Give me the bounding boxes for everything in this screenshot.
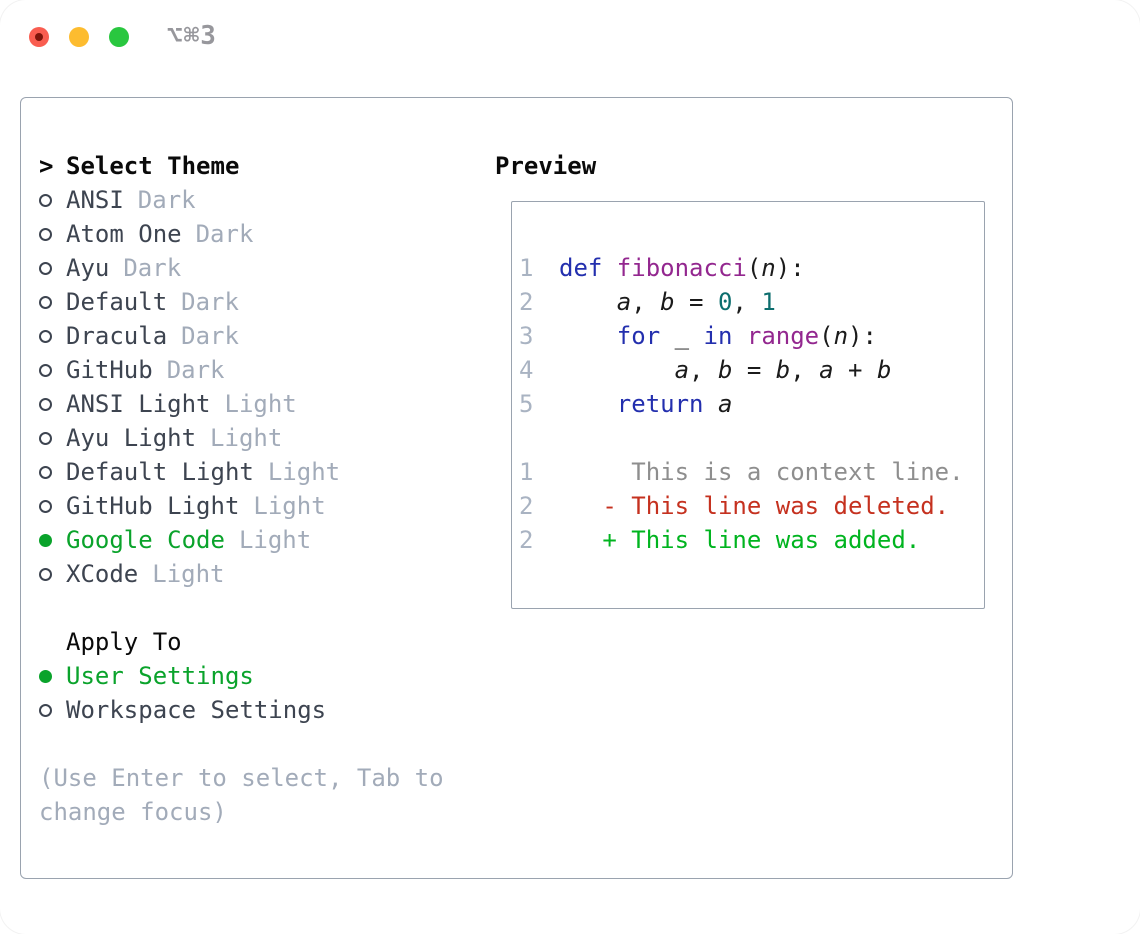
radio-icon — [39, 363, 66, 377]
theme-name: Default Light — [66, 458, 254, 486]
theme-variant-label: Light — [253, 492, 326, 520]
gap — [39, 727, 444, 761]
deleted-line: 2 - This line was deleted. — [512, 489, 984, 523]
theme-name: ANSI — [66, 186, 124, 214]
context-line: 1 This is a context line. — [512, 455, 984, 489]
zoom-button[interactable] — [109, 27, 129, 47]
theme-name: Ayu — [66, 254, 110, 282]
hint-text: (Use Enter to select, Tab to change focu… — [39, 761, 444, 829]
radio-icon — [39, 533, 66, 547]
theme-option-atom-one[interactable]: Atom One Dark — [39, 217, 444, 251]
radio-icon — [39, 465, 66, 479]
theme-option-ayu[interactable]: Ayu Dark — [39, 251, 444, 285]
focus-cursor-icon: > — [39, 152, 54, 180]
apply-option-user-settings[interactable]: User Settings — [39, 659, 444, 693]
apply-option-workspace-settings[interactable]: Workspace Settings — [39, 693, 444, 727]
theme-name: Atom One — [66, 220, 182, 248]
theme-option-github-light[interactable]: GitHub Light Light — [39, 489, 444, 523]
theme-option-default-light[interactable]: Default Light Light — [39, 455, 444, 489]
theme-variant-label: Light — [267, 458, 341, 486]
close-button[interactable] — [29, 27, 49, 47]
hint-line-1: (Use Enter to select, Tab to — [39, 764, 444, 792]
gap — [39, 591, 444, 625]
theme-name: GitHub Light — [66, 492, 240, 520]
line-number: 2 — [519, 526, 534, 554]
radio-icon — [39, 295, 66, 309]
select-theme-title: Select Theme — [66, 152, 240, 180]
theme-variant-label: Dark — [181, 322, 239, 350]
radio-icon — [39, 193, 66, 207]
theme-variant-label: Dark — [123, 254, 182, 282]
theme-variant-label: Light — [210, 424, 283, 452]
apply-to-header: Apply To — [39, 625, 444, 659]
theme-variant-label: Dark — [195, 220, 254, 248]
hint-line-2: change focus) — [39, 798, 227, 826]
apply-option-label: Workspace Settings — [66, 696, 327, 724]
radio-icon — [39, 703, 66, 717]
close-dot-icon — [35, 33, 43, 41]
theme-variant-label: Light — [238, 526, 312, 554]
line-number: 1 — [519, 458, 534, 486]
code-line: 4 a, b = b, a + b — [512, 353, 984, 387]
line-number: 3 — [519, 322, 534, 350]
radio-icon — [39, 397, 66, 411]
preview-title: Preview — [495, 152, 597, 180]
theme-option-ansi[interactable]: ANSI Dark — [39, 183, 444, 217]
theme-variant-label: Dark — [181, 288, 239, 316]
theme-variant-label: Dark — [166, 356, 225, 384]
theme-name: ANSI Light — [66, 390, 211, 418]
code-line: 5 return a — [512, 387, 984, 421]
radio-icon — [39, 567, 66, 581]
theme-name: Ayu Light — [66, 424, 197, 452]
theme-name: Dracula — [66, 322, 168, 350]
line-number: 2 — [519, 288, 534, 316]
apply-to-title: Apply To — [66, 628, 182, 656]
theme-option-ansi-light[interactable]: ANSI Light Light — [39, 387, 444, 421]
theme-name: GitHub — [66, 356, 153, 384]
theme-option-google-code[interactable]: Google Code Light — [39, 523, 444, 557]
theme-name: Default — [66, 288, 168, 316]
window-shortcut-label: ⌥⌘3 — [167, 21, 217, 51]
line-number: 5 — [519, 390, 534, 418]
gap — [512, 421, 984, 455]
apply-option-label: User Settings — [66, 662, 254, 690]
title-bar: ⌥⌘3 — [0, 0, 1140, 74]
radio-icon — [39, 431, 66, 445]
radio-icon — [39, 227, 66, 241]
radio-icon — [39, 329, 66, 343]
theme-variant-label: Light — [152, 560, 225, 588]
radio-icon — [39, 669, 66, 683]
theme-variant-label: Dark — [137, 186, 196, 214]
code-line: 3 for _ in range(n): — [512, 319, 984, 353]
theme-option-xcode[interactable]: XCode Light — [39, 557, 444, 591]
theme-name: Google Code — [66, 526, 225, 554]
theme-option-dracula[interactable]: Dracula Dark — [39, 319, 444, 353]
radio-icon — [39, 261, 66, 275]
select-theme-header: > Select Theme — [39, 149, 444, 183]
theme-option-ayu-light[interactable]: Ayu Light Light — [39, 421, 444, 455]
theme-option-default[interactable]: Default Dark — [39, 285, 444, 319]
line-number: 1 — [519, 254, 534, 282]
code-line: 2 a, b = 0, 1 — [512, 285, 984, 319]
line-number: 2 — [519, 492, 534, 520]
theme-option-github[interactable]: GitHub Dark — [39, 353, 444, 387]
minimize-button[interactable] — [69, 27, 89, 47]
theme-variant-label: Light — [224, 390, 297, 418]
added-line: 2 + This line was added. — [512, 523, 984, 557]
line-number: 4 — [519, 356, 534, 384]
theme-name: XCode — [66, 560, 139, 588]
radio-icon — [39, 499, 66, 513]
